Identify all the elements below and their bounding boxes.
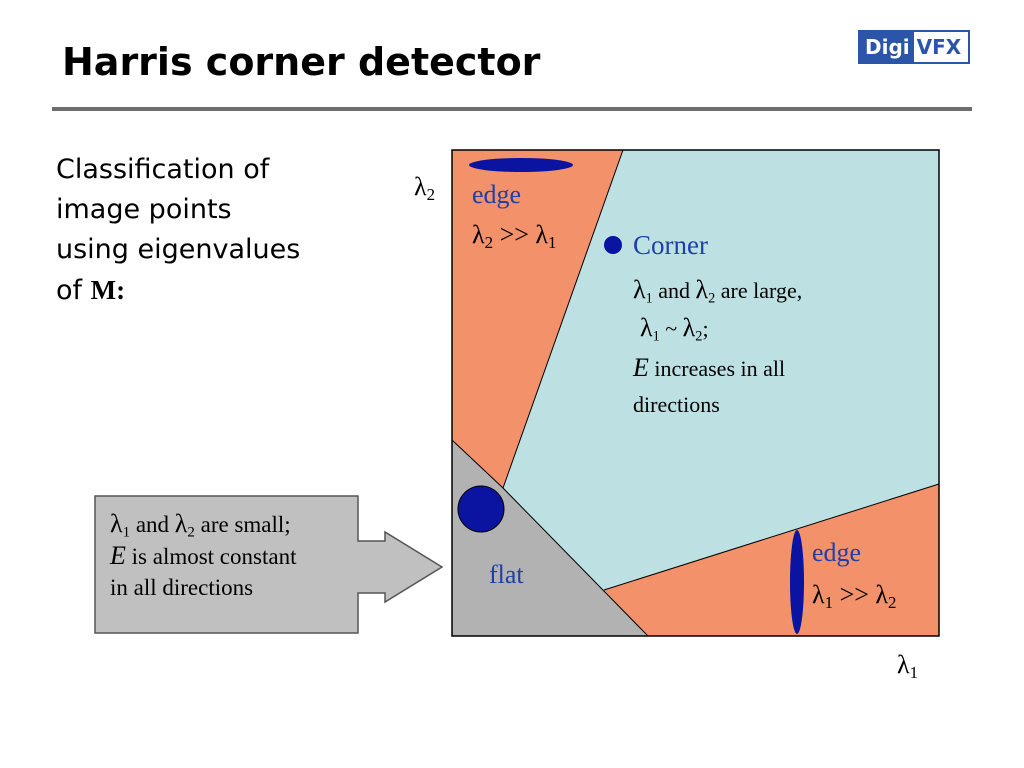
- flat-region: [452, 440, 648, 636]
- matrix-m-symbol: M:: [90, 275, 126, 305]
- corner-condition-4: directions: [633, 392, 720, 417]
- intro-line-2: image points: [56, 194, 232, 225]
- right-edge-relation: λ1 >> λ2: [812, 580, 897, 613]
- small-circle-marker: [604, 236, 622, 254]
- logo-vfx-text: VFX: [916, 35, 962, 59]
- intro-line-4: of M:: [56, 270, 356, 311]
- right-edge-boundary: [603, 483, 940, 591]
- x-axis-label: λ1: [897, 650, 919, 683]
- right-edge-label: edge: [812, 538, 862, 567]
- edge-region-top: [452, 150, 623, 488]
- callout-text: λ1 and λ2 are small; E is almost constan…: [110, 508, 355, 603]
- corner-condition-3: E increases in all: [633, 353, 786, 382]
- intro-of: of: [56, 275, 91, 306]
- intro-line-1: Classification of: [56, 154, 270, 185]
- corner-condition-2: λ1 ~ λ2;: [640, 313, 709, 345]
- callout-line-3: in all directions: [110, 575, 254, 600]
- vertical-ellipse-marker: [790, 530, 804, 634]
- callout-line-2: E is almost constant: [110, 541, 297, 570]
- flat-label: flat: [489, 560, 524, 589]
- callout-line-1: λ1 and λ2 are small;: [110, 509, 291, 541]
- callout-arrow-box: [94, 495, 444, 634]
- intro-line-3: using eigenvalues: [56, 234, 301, 265]
- diagram-frame: [451, 149, 940, 637]
- corner-label: Corner: [633, 230, 708, 260]
- edge-region-right: [604, 484, 939, 636]
- slide-title: Harris corner detector: [62, 40, 541, 84]
- logo-digi-text: Digi: [860, 32, 914, 62]
- corner-condition-1: λ1 and λ2 are large,: [633, 275, 803, 307]
- horizontal-ellipse-marker: [469, 158, 573, 172]
- top-edge-label: edge: [472, 180, 522, 209]
- title-divider: [52, 107, 972, 111]
- intro-text: Classification of image points using eig…: [56, 150, 356, 311]
- top-edge-relation: λ2 >> λ1: [472, 220, 557, 253]
- flat-boundary: [502, 487, 649, 637]
- large-circle-marker: [457, 485, 505, 533]
- y-axis-label: λ2: [414, 172, 436, 205]
